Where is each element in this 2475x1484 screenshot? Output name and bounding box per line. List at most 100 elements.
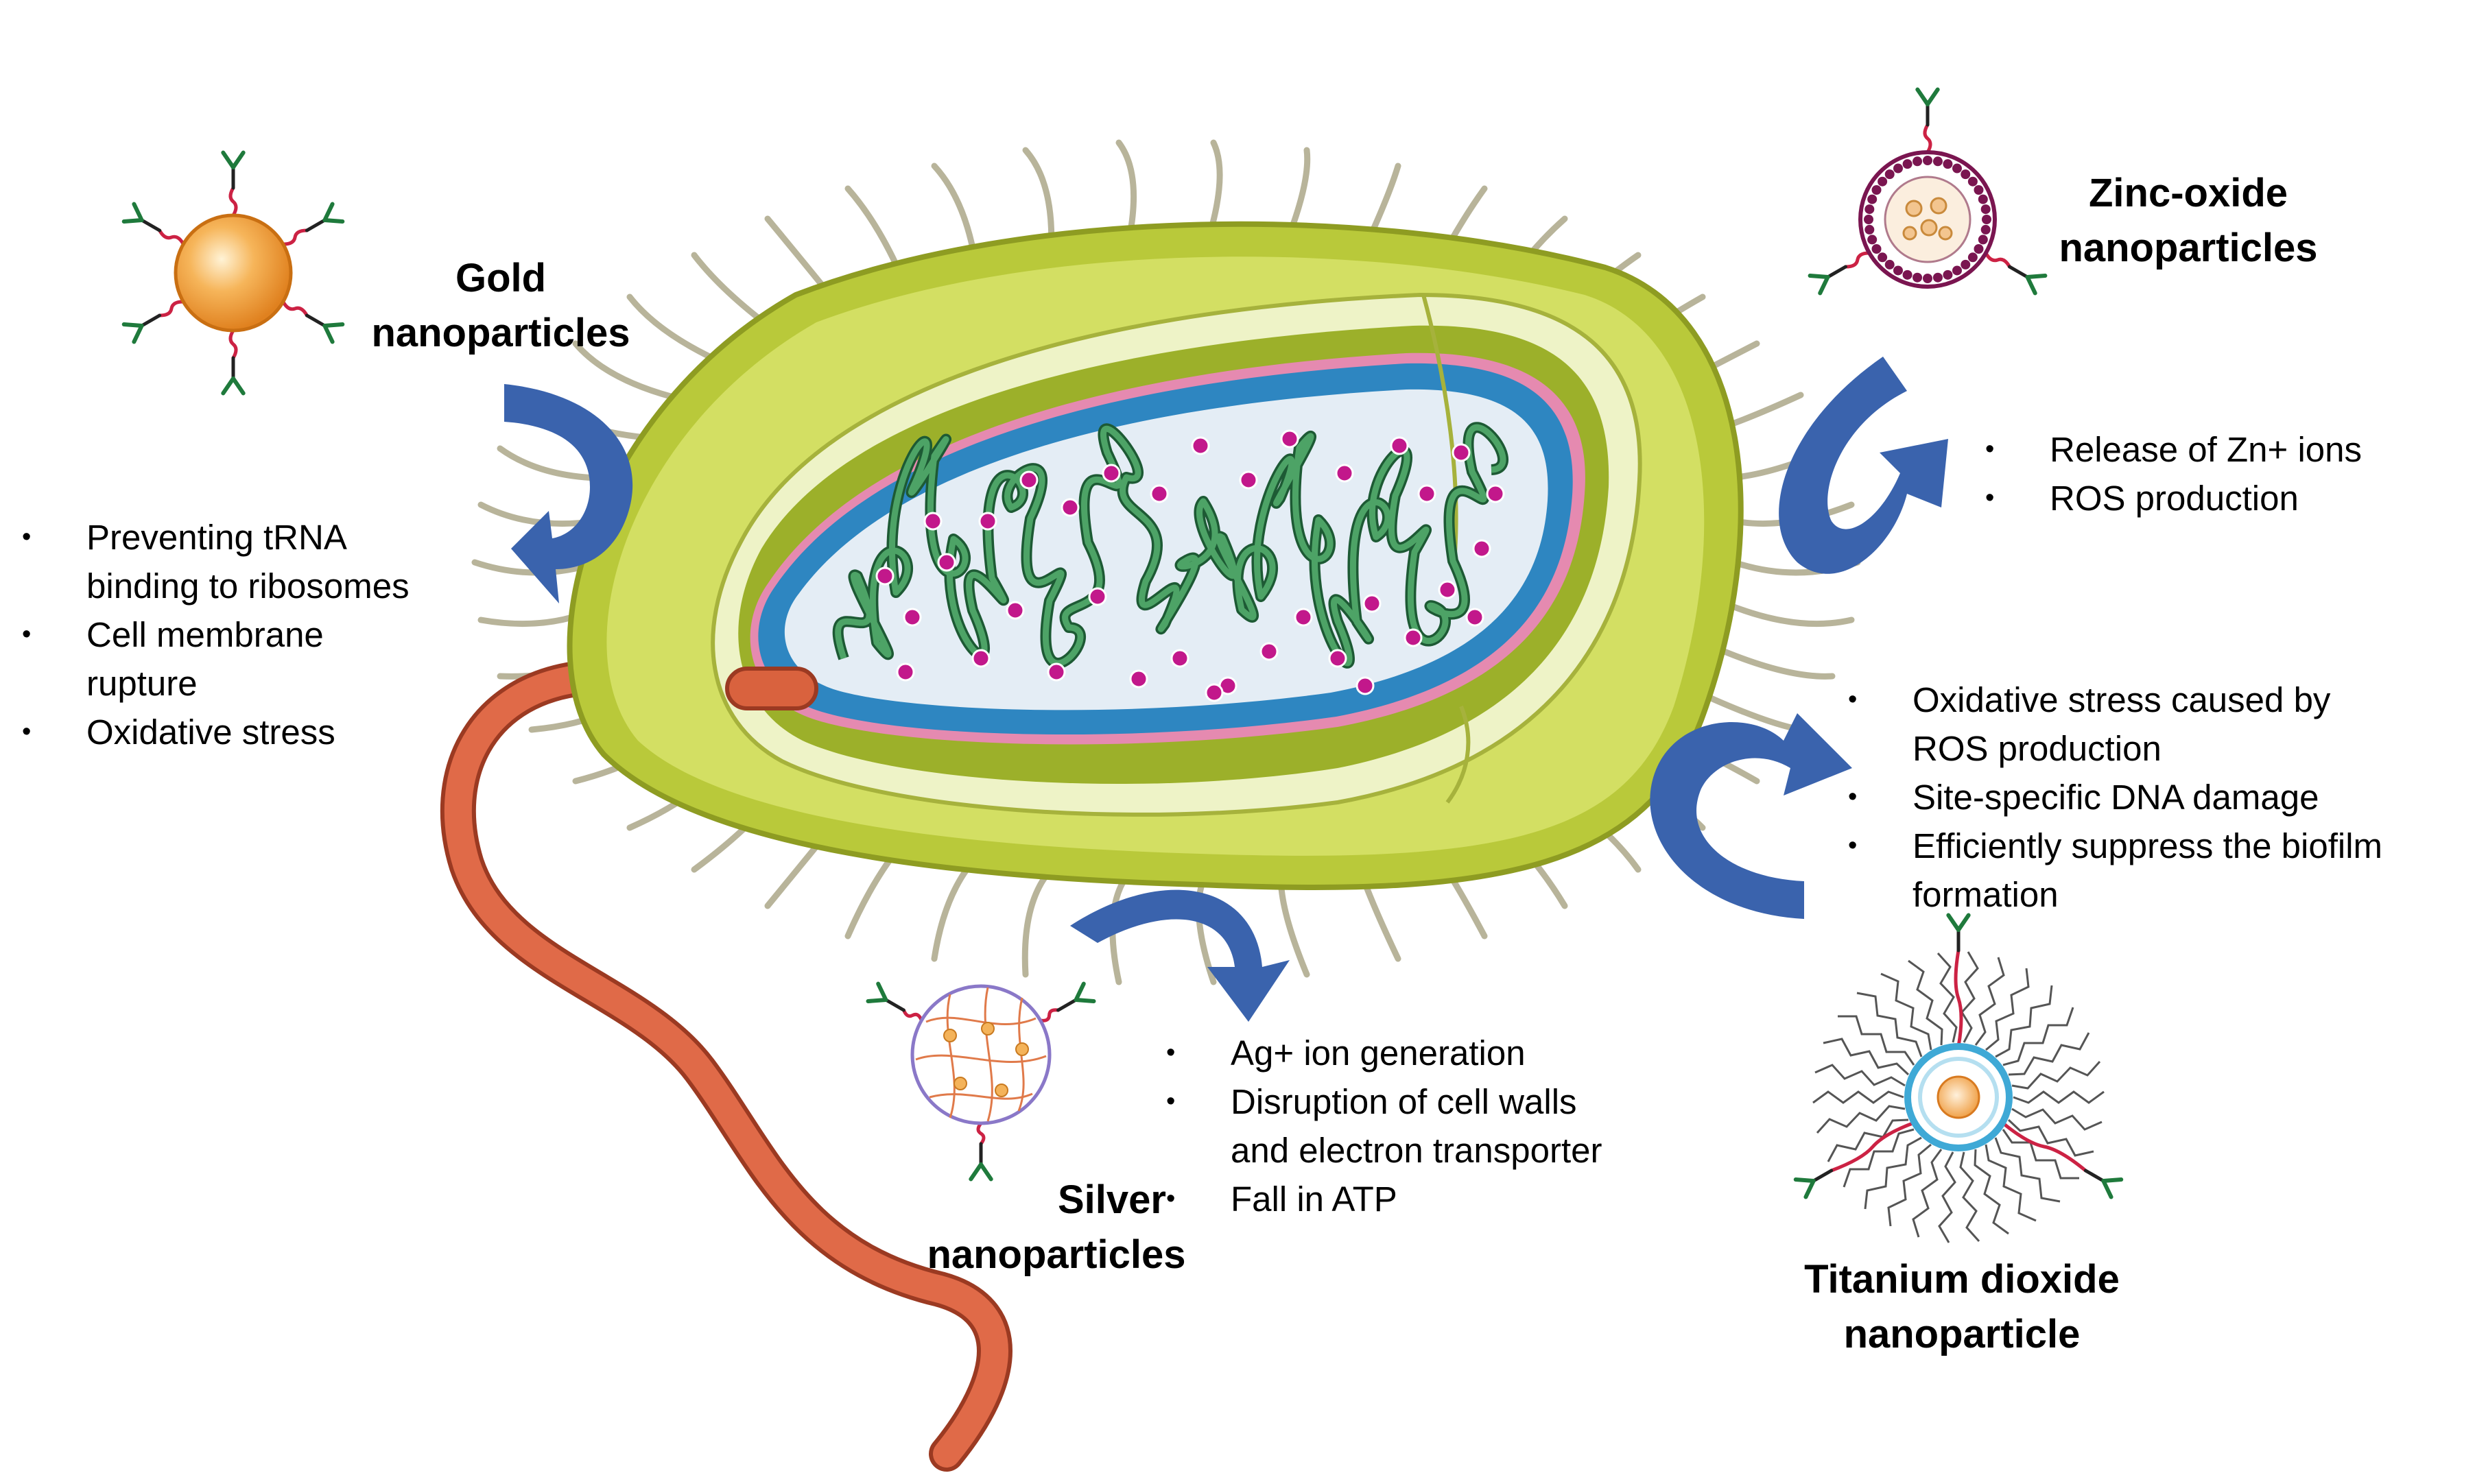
vesicle-bead <box>1932 272 1943 283</box>
antibody-arm <box>1818 275 1830 296</box>
surface-chain <box>1838 1015 1915 1066</box>
vesicle-bead <box>1982 215 1991 224</box>
ribosome <box>1486 484 1505 503</box>
linker <box>1984 251 2012 269</box>
antibody-arm <box>2025 274 2048 279</box>
ribosome <box>971 649 991 668</box>
gold-nanoparticle-icon <box>121 150 345 396</box>
ligand-stem <box>1826 265 1847 279</box>
vesicle-bead <box>1884 169 1895 180</box>
silver-title: Silver nanoparticles <box>899 1173 1214 1282</box>
zinc-mechanisms: Release of Zn+ ions ROS production <box>1982 425 2463 523</box>
linker <box>1829 1121 1917 1173</box>
vesicle-bead <box>1867 194 1878 204</box>
vesicle-bead <box>1952 265 1962 276</box>
pilus <box>1021 866 1054 978</box>
titanium-title-line2: nanoparticle <box>1843 1312 2081 1356</box>
vesicle-bead <box>1871 185 1882 195</box>
ribosome <box>1061 498 1080 517</box>
ribosome <box>1102 464 1121 483</box>
ligand-stem <box>2008 265 2029 279</box>
surface-chain <box>1827 1118 1909 1162</box>
flagellum <box>440 661 1013 1472</box>
linker <box>228 328 238 360</box>
gold-title-line2: nanoparticles <box>371 311 630 355</box>
silver-mechanisms: Ag+ ion generation Disruption of cell wa… <box>1163 1029 1712 1223</box>
titanium-mechanisms: Oxidative stress caused by ROS productio… <box>1845 675 2470 919</box>
ribosome <box>1465 608 1484 627</box>
ribosome <box>1335 464 1354 483</box>
antibody-arm <box>231 376 246 396</box>
vesicle-bead <box>1864 204 1875 215</box>
antibody-arm <box>231 150 246 169</box>
ribosome <box>1088 587 1107 606</box>
curved-arrow-icon <box>504 357 1948 1022</box>
antibody-arm <box>866 998 888 1003</box>
antibody-arm <box>1793 1177 1816 1183</box>
surface-chain <box>1985 968 2030 1051</box>
surface-chain <box>1994 1137 2061 1203</box>
linker <box>281 300 309 318</box>
vesicle-bead <box>1932 156 1943 167</box>
linker <box>976 1121 986 1146</box>
vesicle-bead <box>1913 272 1923 283</box>
surface-chain <box>1823 1038 1910 1076</box>
antibody-arm <box>132 324 144 344</box>
surface-chain <box>1995 985 2053 1058</box>
zinc-oxide-nanoparticle-icon <box>1808 87 2048 296</box>
ribosome <box>1355 676 1375 695</box>
vesicle-bead <box>1952 163 1962 173</box>
ribosome <box>978 512 997 531</box>
antibody-arm <box>322 322 345 328</box>
vesicle-bead <box>1943 159 1953 169</box>
pilus <box>1709 643 1836 680</box>
antibody-arm <box>121 322 144 328</box>
surface-chain <box>2011 1108 2103 1131</box>
list-item: Oxidative stress caused by ROS productio… <box>1845 675 2470 773</box>
list-item: Release of Zn+ ions <box>1982 425 2463 474</box>
ligand-stem <box>305 218 327 232</box>
ribosome <box>1019 470 1039 490</box>
antibody-arm <box>1074 981 1086 1002</box>
ribosome <box>1150 484 1169 503</box>
linker <box>1954 948 1963 1049</box>
vesicle-bead <box>1978 194 1988 204</box>
vesicle-bead <box>1864 215 1873 224</box>
vesicle-bead <box>1967 252 1978 263</box>
antibody-arm <box>322 324 335 344</box>
vesicle-bead <box>1923 156 1932 165</box>
ribosome <box>875 566 895 586</box>
pilus <box>1195 872 1217 985</box>
vesicle-bead <box>1943 270 1953 280</box>
pilus <box>931 854 980 962</box>
ligand-stem <box>140 313 162 328</box>
surface-chain <box>1880 972 1932 1051</box>
surface-chain <box>1912 1149 1943 1238</box>
ribosome <box>896 662 915 682</box>
ribosome <box>1280 429 1299 448</box>
linker <box>901 1008 923 1022</box>
ribosome <box>1362 594 1382 613</box>
ribosome <box>1328 649 1347 668</box>
ribosome <box>937 553 956 572</box>
ribosome <box>1417 484 1436 503</box>
ligand-stem <box>305 313 327 328</box>
pilus <box>572 340 685 403</box>
ribosome <box>1294 608 1313 627</box>
ribosome <box>1129 669 1148 689</box>
surface-chain <box>1887 1143 1932 1227</box>
vesicle-bead <box>1913 156 1923 167</box>
vesicle-bead <box>1961 259 1971 270</box>
surface-chain <box>1959 1151 1980 1243</box>
ribosome <box>1404 628 1423 647</box>
linker <box>281 228 309 246</box>
linker <box>158 228 185 246</box>
dna-strand <box>835 424 1506 667</box>
ribosome <box>1006 601 1025 620</box>
surface-chain <box>1843 1128 1915 1188</box>
titanium-dioxide-nanoparticle-icon <box>1793 913 2124 1243</box>
nucleoid-dna <box>832 422 1509 669</box>
linker <box>2000 1121 2087 1173</box>
surface-chain <box>1937 952 1958 1043</box>
